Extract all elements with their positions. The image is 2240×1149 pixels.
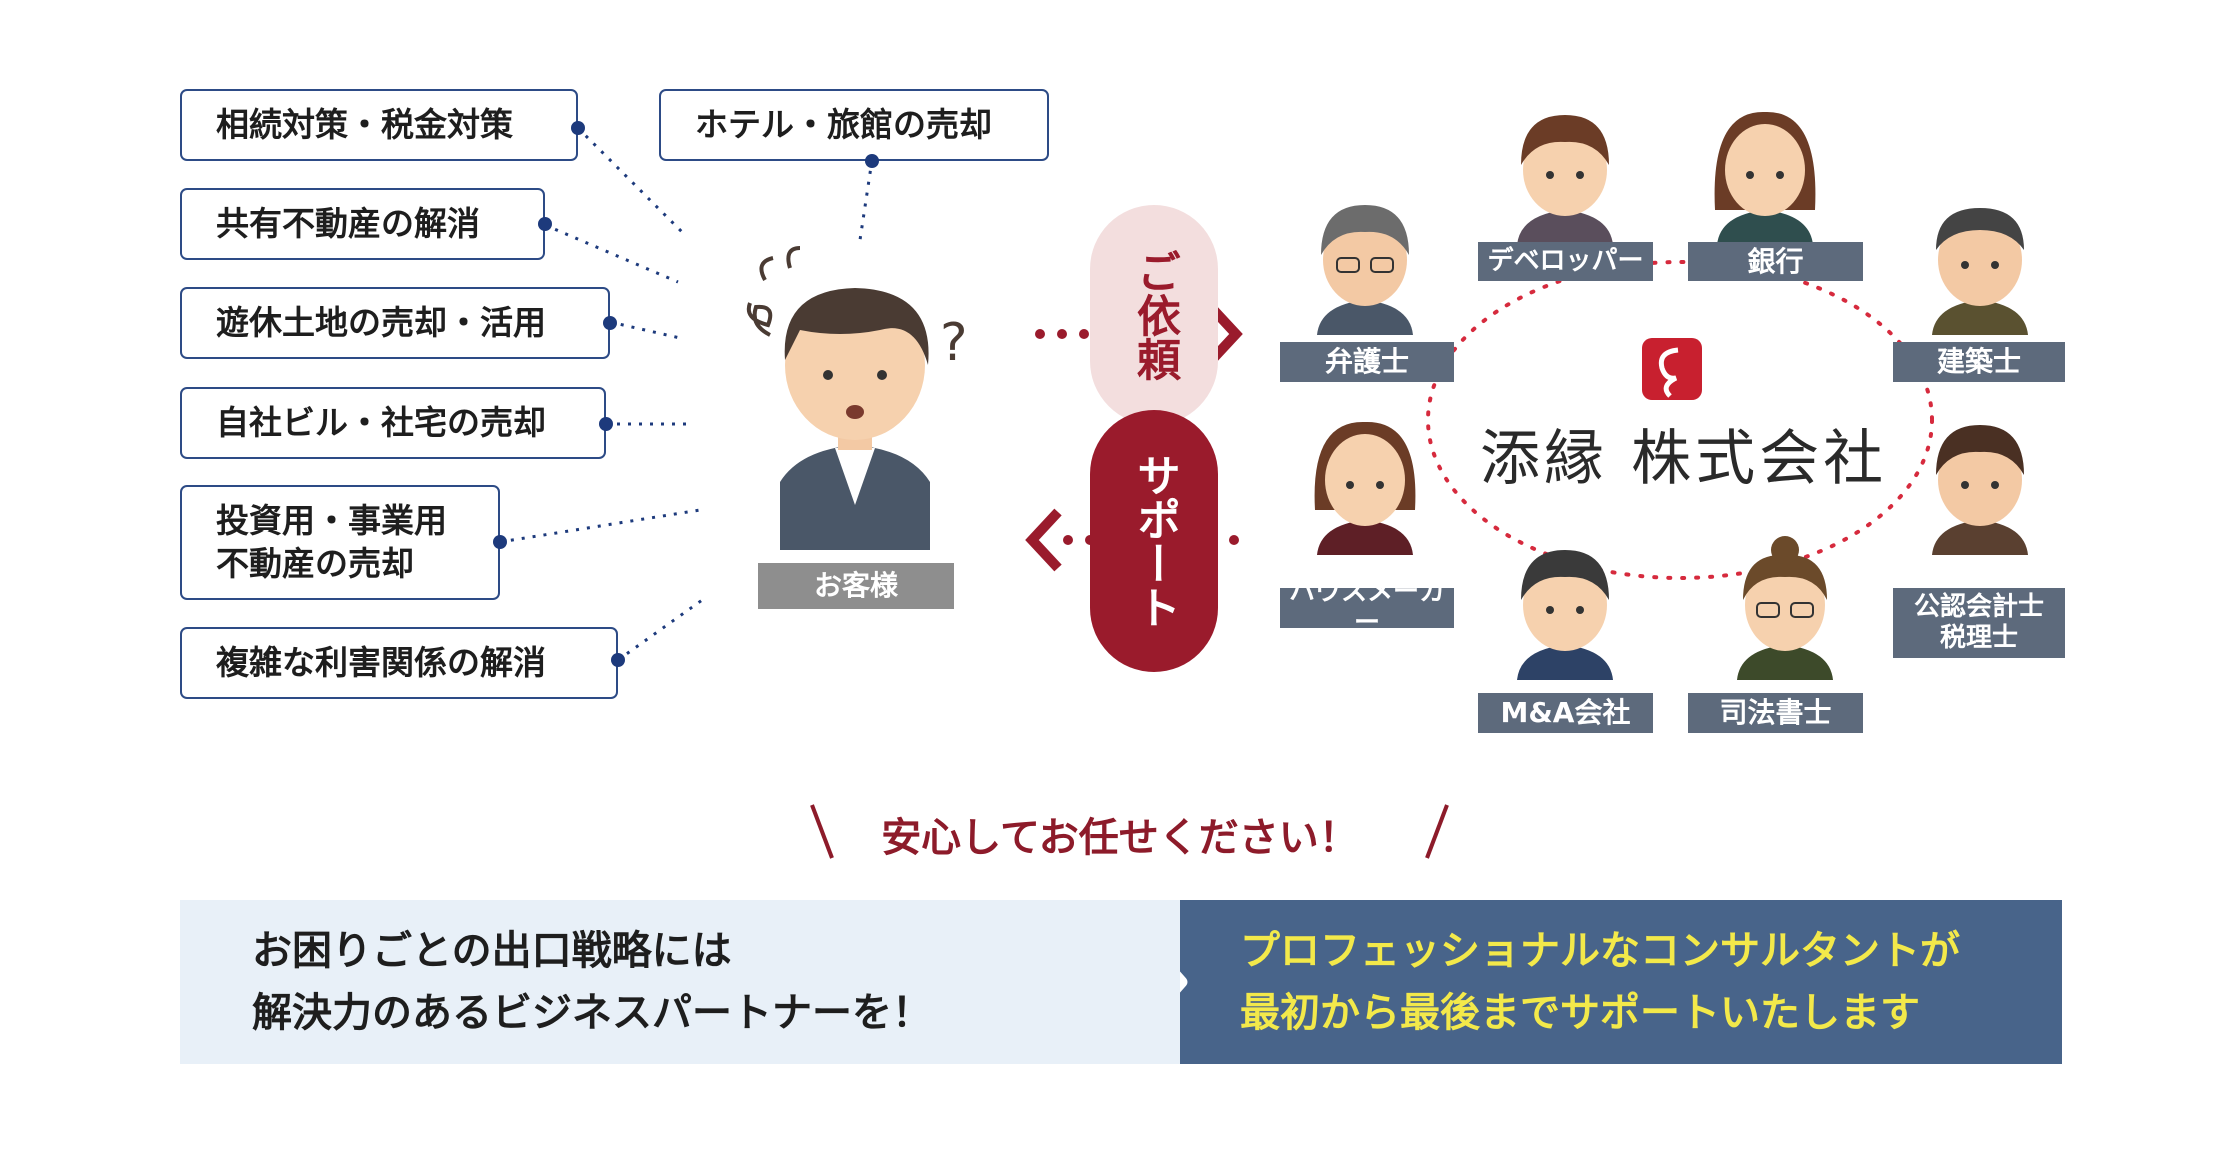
connector-dot xyxy=(599,417,613,431)
issue-box: 投資用・事業用 不動産の売却 xyxy=(180,485,500,600)
issue-box: 共有不動産の解消 xyxy=(180,188,545,260)
partner-label: M&A会社 xyxy=(1478,693,1653,733)
banner-left-background xyxy=(180,900,1180,1064)
partner-label: 弁護士 xyxy=(1280,342,1454,382)
issue-label: 自社ビル・社宅の売却 xyxy=(216,402,546,442)
issue-box: ホテル・旅館の売却 xyxy=(659,89,1049,161)
issue-label: 相続対策・税金対策 xyxy=(216,104,513,144)
partner-label: デベロッパー xyxy=(1478,242,1653,281)
company-logo-icon xyxy=(1642,338,1702,400)
banner-right-text: プロフェッショナルなコンサルタントが 最初から最後までサポートいたします xyxy=(1240,928,1960,1036)
connector-dot xyxy=(611,653,625,667)
request-label: ご依頼 xyxy=(1129,249,1180,381)
partner-illustrations xyxy=(1314,111,2028,680)
partner-label: 銀行 xyxy=(1688,242,1863,281)
partner-label: 建築士 xyxy=(1893,342,2065,382)
issue-label: 遊休土地の売却・活用 xyxy=(216,302,546,342)
issue-box: 複雑な利害関係の解消 xyxy=(180,627,618,699)
issue-label: 共有不動産の解消 xyxy=(216,203,480,243)
connector-dot xyxy=(538,217,552,231)
customer-illustration: ? xyxy=(746,246,968,550)
connector-dot xyxy=(603,316,617,330)
issue-connectors xyxy=(499,126,874,662)
connector-dot xyxy=(493,535,507,549)
issue-label: 複雑な利害関係の解消 xyxy=(216,642,546,682)
support-pill: サポート xyxy=(1090,410,1218,672)
svg-text:?: ? xyxy=(940,313,968,373)
customer-label: お客様 xyxy=(758,563,954,609)
tagline: 安心してお任せください！ xyxy=(881,815,1359,861)
support-label: サポート xyxy=(1129,453,1180,629)
company-name: 添縁 株式会社 xyxy=(1480,424,1888,494)
partner-network-circle xyxy=(1426,260,1934,580)
connector-dot xyxy=(865,154,879,168)
banner-left-text: お困りごとの出口戦略には 解決力のあるビジネスパートナーを！ xyxy=(252,928,932,1036)
connector-dot xyxy=(571,121,585,135)
issue-label: 投資用・事業用 不動産の売却 xyxy=(216,500,447,583)
request-pill: ご依頼 xyxy=(1090,205,1218,425)
issue-box: 相続対策・税金対策 xyxy=(180,89,578,161)
issue-label: ホテル・旅館の売却 xyxy=(695,104,992,144)
partner-label: 司法書士 xyxy=(1688,693,1863,733)
issue-box: 遊休土地の売却・活用 xyxy=(180,287,610,359)
partner-label: 公認会計士 税理士 xyxy=(1893,588,2065,658)
partner-label: ハウスメーカー xyxy=(1280,577,1454,638)
banner-right-background xyxy=(1040,900,2062,1064)
issue-box: 自社ビル・社宅の売却 xyxy=(180,387,606,459)
tagline-slashes xyxy=(810,804,1449,859)
